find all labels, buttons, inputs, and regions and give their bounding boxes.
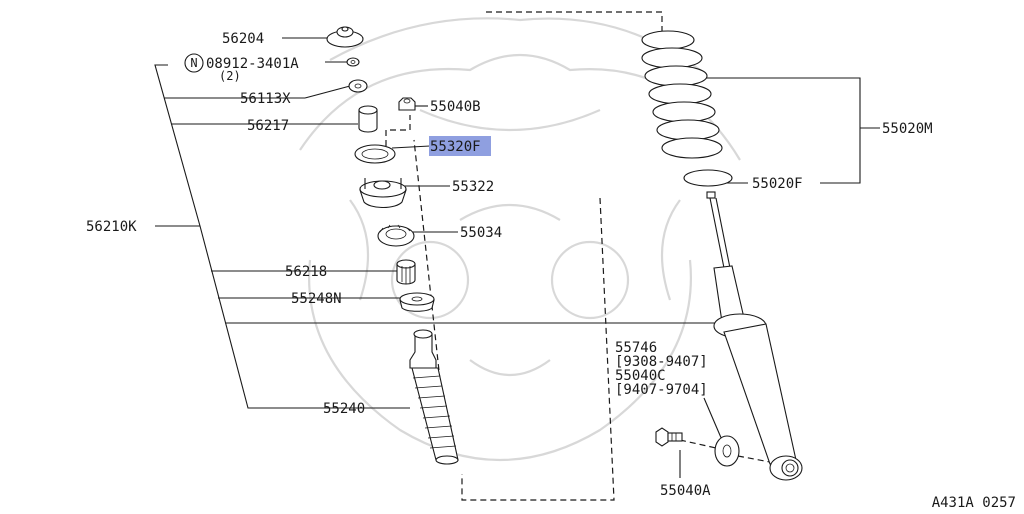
boot-corrugations [412, 375, 457, 449]
label-55320f[interactable]: 55320F [430, 139, 481, 155]
label-55040a[interactable]: 55040A [660, 483, 711, 499]
label-08912-prefix: N [190, 56, 197, 70]
note-circle-icon [184, 53, 204, 73]
label-55240[interactable]: 55240 [323, 401, 365, 417]
label-56210k[interactable]: 56210K [86, 219, 137, 235]
shock-absorber-drawing [706, 191, 803, 481]
label-55040c[interactable]: 55040C [615, 368, 666, 384]
part-56113x-drawing [348, 79, 368, 93]
label-56204[interactable]: 56204 [222, 31, 264, 47]
part-56217-drawing [358, 105, 378, 133]
bolt-55040a-drawing [655, 427, 683, 447]
label-55746-range: [9308-9407] [615, 354, 708, 370]
label-55322[interactable]: 55322 [452, 179, 494, 195]
label-56217[interactable]: 56217 [247, 118, 289, 134]
label-08912[interactable]: 08912-3401A [206, 56, 299, 72]
label-55040c-range: [9407-9704] [615, 382, 708, 398]
label-55020f[interactable]: 55020F [752, 176, 803, 192]
nut-dashed-bracket [385, 115, 411, 146]
label-55248n[interactable]: 55248N [291, 291, 342, 307]
part-56204-drawing [326, 26, 364, 48]
part-labels: 56204 N 08912-3401A (2) 56113X 56217 550… [86, 31, 1016, 511]
highlight-55320f [429, 136, 491, 156]
bracket-56210k [154, 64, 720, 409]
label-08912-qty: (2) [219, 69, 241, 83]
label-56218[interactable]: 56218 [285, 264, 327, 280]
washer-55746-drawing [714, 435, 740, 467]
label-55746[interactable]: 55746 [615, 340, 657, 356]
part-55240-drawing [409, 329, 459, 465]
bolt-dashed-line [679, 439, 771, 463]
label-56113x[interactable]: 56113X [240, 91, 291, 107]
part-55040b-drawing [398, 97, 416, 111]
part-55248n-drawing [399, 292, 435, 312]
leader-lines [282, 37, 748, 478]
part-55320f-drawing [354, 144, 396, 164]
part-55034-drawing [377, 224, 415, 247]
label-55034[interactable]: 55034 [460, 225, 502, 241]
coil-spring-drawing [641, 30, 733, 187]
diagram-id: A431A 0257 [932, 495, 1016, 510]
label-55040b[interactable]: 55040B [430, 99, 481, 115]
part-08912-drawing [346, 57, 360, 67]
assembly-boundary [413, 11, 663, 501]
part-55322-drawing [359, 178, 407, 209]
label-55020m[interactable]: 55020M [882, 121, 933, 137]
part-56218-drawing [396, 259, 416, 285]
bracket-55020m [690, 77, 880, 184]
